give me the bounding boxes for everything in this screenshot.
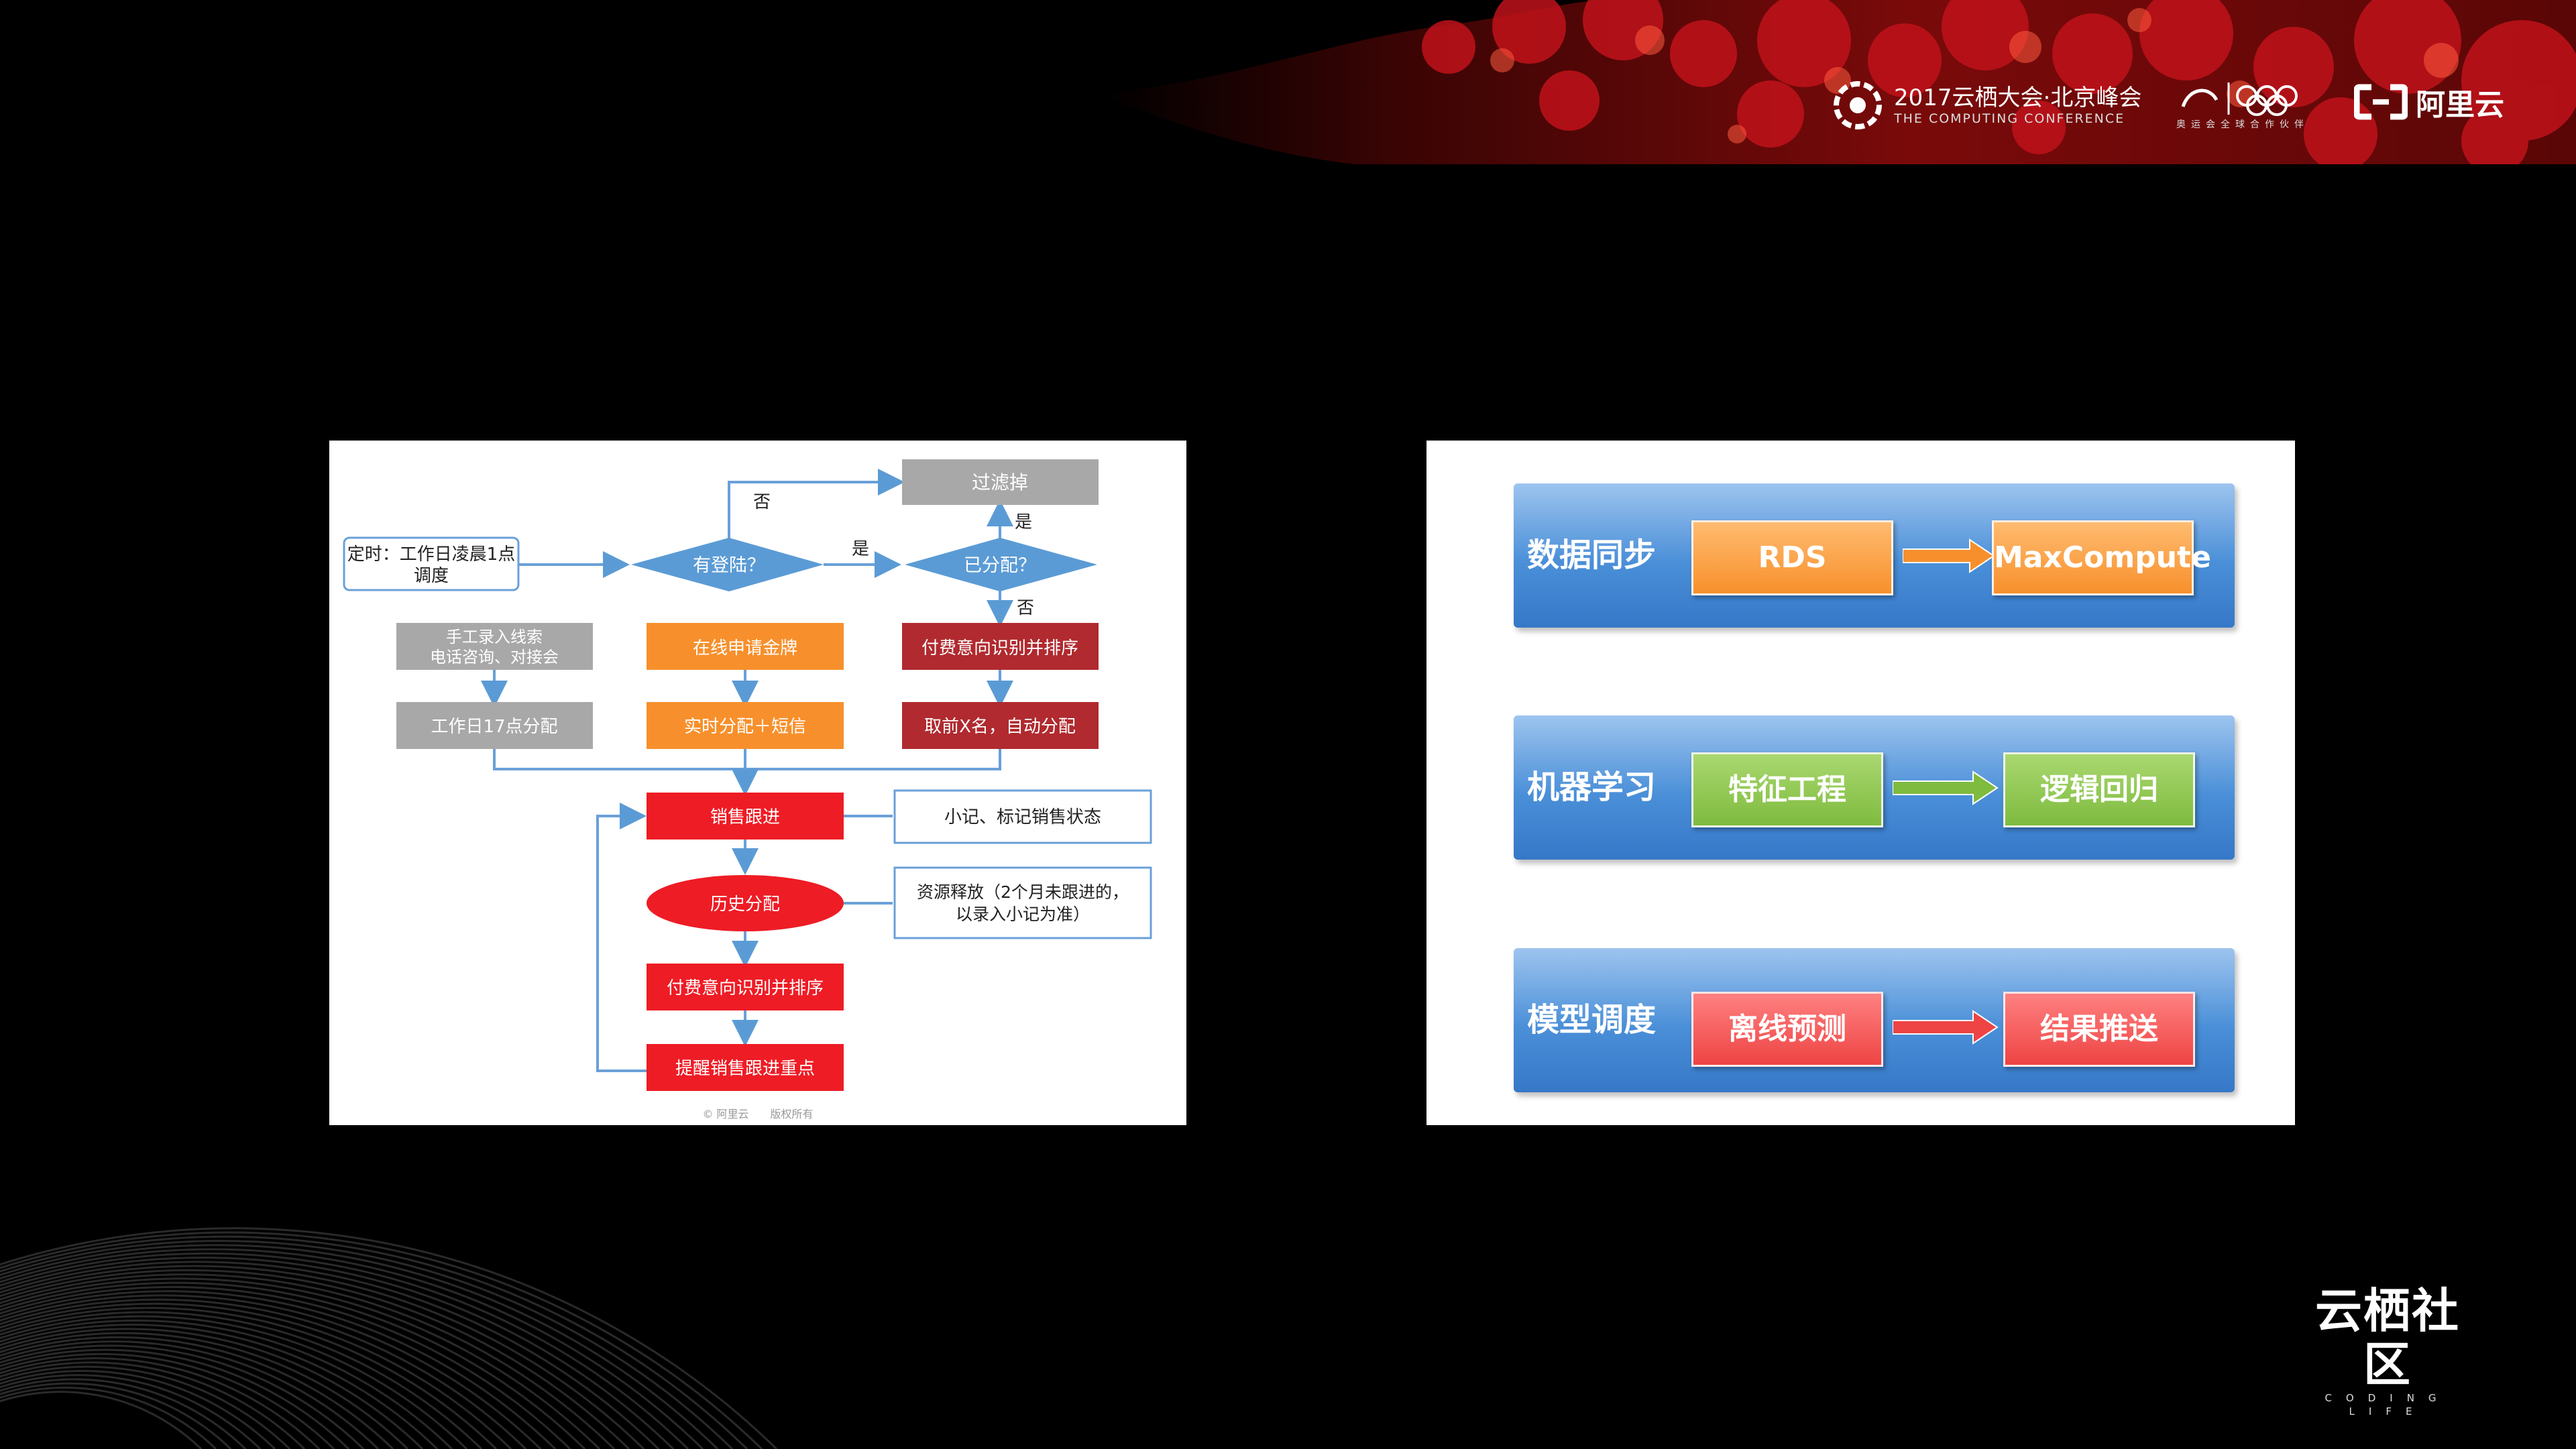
row-label: 模型调度 [1527, 948, 1656, 1092]
notes-node: 小记、标记销售状态 [895, 791, 1151, 843]
edge-merge-line [494, 749, 1000, 769]
resource-release-node: 资源释放（2个月未跟进的， 以录入小记为准） [895, 868, 1151, 938]
partner-caption: 奥运会全球合作伙伴 [2176, 117, 2309, 131]
sales-followup-node: 销售跟进 [647, 793, 844, 839]
community-tagline: CODING LIFE [2294, 1391, 2481, 1418]
node-feature-engineering: 特征工程 [1691, 752, 1883, 827]
background-arc [0, 1295, 541, 1449]
decision-assigned: 已分配？ [905, 538, 1097, 591]
remind-followup-node: 提醒销售跟进重点 [647, 1044, 844, 1091]
svg-text:付费意向识别并排序: 付费意向识别并排序 [667, 978, 824, 998]
aliyun-logo: 阿里云 [2354, 80, 2504, 123]
conference-title: 2017云栖大会·北京峰会 [1894, 84, 2141, 111]
pipeline-row-model-scheduling: 模型调度 离线预测 结果推送 [1514, 948, 2235, 1092]
workday-assign-node: 工作日17点分配 [396, 702, 593, 749]
filter-node: 过滤掉 [902, 459, 1099, 505]
yunqi-conference-icon [1831, 78, 1885, 132]
svg-text:付费意向识别并排序: 付费意向识别并排序 [921, 638, 1078, 658]
pipeline-row-data-sync: 数据同步 RDS MaxCompute [1514, 483, 2235, 628]
node-rds: RDS [1691, 520, 1893, 595]
svg-text:以录入小记为准）: 以录入小记为准） [956, 905, 1090, 924]
start-line-2: 调度 [414, 566, 449, 586]
background-arc [0, 1392, 201, 1449]
svg-text:电话咨询、对接会: 电话咨询、对接会 [430, 648, 559, 666]
arrow-right-icon [1893, 1008, 2000, 1046]
svg-text:提醒销售跟进重点: 提醒销售跟进重点 [675, 1059, 815, 1079]
yunqi-community-logo: 云栖社区 CODING LIFE [2294, 1284, 2481, 1418]
model-pipeline-panel: 数据同步 RDS MaxCompute 机器学习 特征工程 逻辑回归 模型调度 … [1426, 441, 2295, 1125]
sales-flowchart: 定时：工作日凌晨1点 调度 有登陆？ 已分配？ 过滤掉 否 是 是 否 手工录入… [329, 441, 1186, 1125]
node-offline-prediction: 离线预测 [1691, 992, 1883, 1067]
aliyun-label: 阿里云 [2416, 80, 2504, 123]
start-node: 定时：工作日凌晨1点 调度 [344, 538, 518, 590]
community-name: 云栖社区 [2294, 1284, 2481, 1391]
start-line-1: 定时：工作日凌晨1点 [347, 544, 516, 565]
svg-text:工作日17点分配: 工作日17点分配 [431, 717, 557, 737]
background-arc [0, 1358, 319, 1449]
manual-entry-node: 手工录入线索 电话咨询、对接会 [396, 623, 593, 670]
arrow-right-icon [1903, 537, 1997, 575]
svg-text:历史分配: 历史分配 [710, 894, 780, 915]
row-label: 数据同步 [1527, 483, 1656, 628]
svg-text:在线申请金牌: 在线申请金牌 [693, 638, 797, 658]
decision-login: 有登陆？ [631, 538, 824, 591]
copyright-text: © 阿里云 版权所有 [702, 1108, 813, 1120]
background-arc [0, 1228, 777, 1449]
arrow-right-icon [1893, 769, 2000, 807]
olympic-rings-icon [2176, 80, 2310, 117]
label-no-top: 否 [753, 492, 771, 512]
svg-text:资源释放（2个月未跟进的，: 资源释放（2个月未跟进的， [917, 882, 1129, 902]
node-maxcompute: MaxCompute [1992, 520, 2194, 595]
label-yes-right: 是 [1015, 512, 1032, 532]
label-no-right: 否 [1017, 598, 1034, 618]
svg-text:有登陆？: 有登陆？ [693, 555, 765, 576]
realtime-assign-node: 实时分配＋短信 [647, 702, 844, 749]
take-top-x-node: 取前X名，自动分配 [902, 702, 1099, 749]
row-label: 机器学习 [1527, 715, 1656, 860]
svg-text:销售跟进: 销售跟进 [710, 807, 780, 827]
svg-text:已分配？: 已分配？ [964, 555, 1036, 576]
olympic-partner-logo: 奥运会全球合作伙伴 [2176, 75, 2310, 135]
online-apply-node: 在线申请金牌 [647, 623, 844, 670]
pipeline-row-machine-learning: 机器学习 特征工程 逻辑回归 [1514, 715, 2235, 860]
svg-text:过滤掉: 过滤掉 [972, 471, 1028, 494]
conference-subtitle: THE COMPUTING CONFERENCE [1894, 111, 2141, 126]
svg-text:实时分配＋短信: 实时分配＋短信 [684, 717, 806, 737]
conference-logo: 2017云栖大会·北京峰会 THE COMPUTING CONFERENCE [1831, 75, 2141, 135]
payment-rank-top-node: 付费意向识别并排序 [902, 623, 1099, 670]
node-logistic-regression: 逻辑回归 [2003, 752, 2195, 827]
svg-text:取前X名，自动分配: 取前X名，自动分配 [924, 717, 1076, 737]
label-yes-middle: 是 [852, 539, 869, 559]
edge-loop-back [598, 816, 647, 1071]
history-assign-node: 历史分配 [647, 875, 844, 931]
node-result-push: 结果推送 [2003, 992, 2195, 1067]
sales-flowchart-panel: 定时：工作日凌晨1点 调度 有登陆？ 已分配？ 过滤掉 否 是 是 否 手工录入… [329, 441, 1186, 1125]
payment-rank-bottom-node: 付费意向识别并排序 [647, 964, 844, 1010]
svg-text:手工录入线索: 手工录入线索 [446, 628, 543, 646]
aliyun-bracket-icon [2354, 83, 2408, 121]
svg-text:小记、标记销售状态: 小记、标记销售状态 [944, 807, 1101, 827]
